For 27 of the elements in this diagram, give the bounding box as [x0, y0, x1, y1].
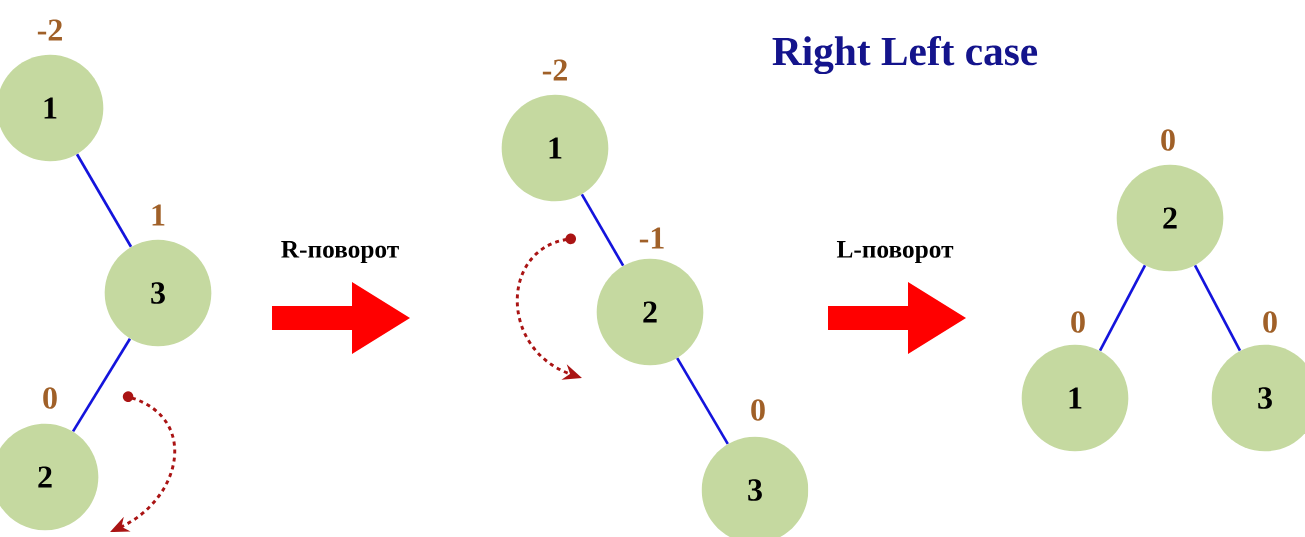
tree-edge — [71, 337, 132, 433]
tree-edge — [1098, 264, 1147, 352]
tree-node: 3 — [1211, 344, 1305, 452]
balance-factor: -2 — [542, 59, 567, 81]
tree-node: 3 — [701, 436, 809, 537]
tree-node: 3 — [104, 239, 212, 347]
balance-factor: 1 — [152, 204, 165, 226]
tree-node: 1 — [1021, 344, 1129, 452]
tree-edge — [1193, 264, 1242, 352]
tree-node: 2 — [0, 423, 99, 531]
balance-factor: 0 — [43, 387, 57, 409]
tree-node: 2 — [1116, 164, 1224, 272]
tree-edge — [580, 193, 625, 267]
balance-factor: 0 — [1263, 311, 1277, 333]
tree-edge — [75, 153, 133, 248]
title: Right Left case — [772, 35, 1038, 75]
tree-edge — [676, 357, 729, 445]
rotation-label: L-поворот — [836, 241, 954, 263]
balance-factor: 0 — [1071, 311, 1085, 333]
balance-factor: 0 — [751, 399, 765, 421]
tree-node: 2 — [596, 258, 704, 366]
balance-factor: -1 — [639, 227, 664, 249]
rotation-label: R-поворот — [281, 241, 399, 263]
tree-node: 1 — [501, 94, 609, 202]
balance-factor: 0 — [1161, 129, 1175, 151]
tree-node: 1 — [0, 54, 104, 162]
balance-factor: -2 — [37, 19, 62, 41]
